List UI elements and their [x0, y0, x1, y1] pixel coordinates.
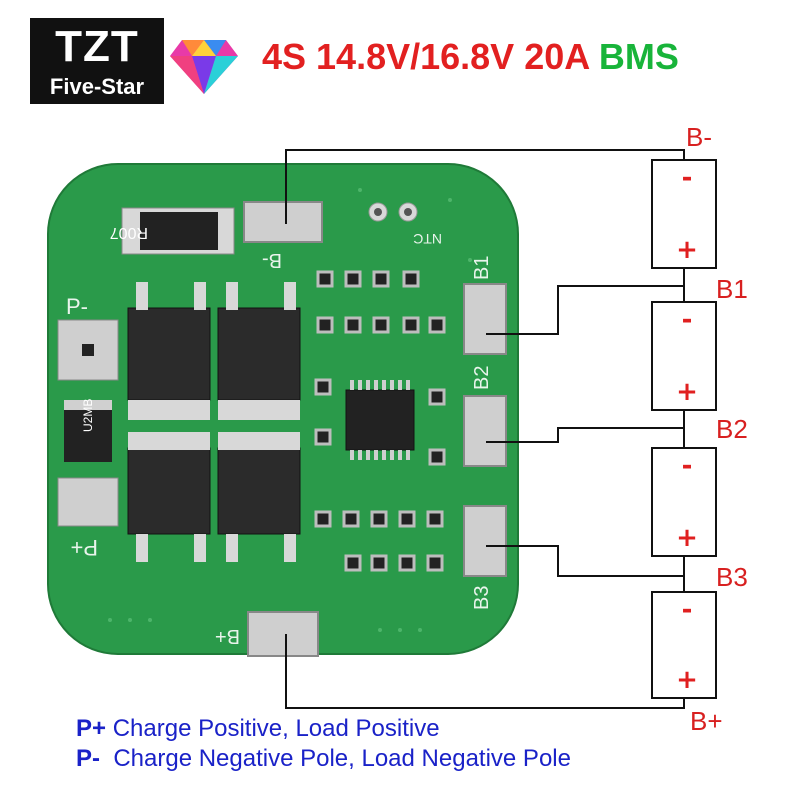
title-spec: 4S 14.8V/16.8V 20A — [262, 36, 599, 77]
cell-1 — [651, 159, 717, 269]
pin-legend: P+ Charge Positive, Load Positive P- Cha… — [76, 714, 571, 774]
pcb-label-ntc: NTC — [413, 231, 442, 247]
pad-b-minus — [243, 201, 323, 243]
legend-text-p-minus: Charge Negative Pole, Load Negative Pole — [100, 745, 571, 772]
wire-b1 — [486, 268, 685, 335]
legend-key-p-minus: P- — [76, 745, 100, 772]
wire-b3 — [486, 545, 685, 577]
brand-logo: TZT Five-Star — [30, 18, 250, 104]
product-title: 4S 14.8V/16.8V 20A BMS — [262, 36, 679, 78]
node-label-b1: B1 — [716, 274, 748, 304]
pcb-label-r007: R007 — [110, 224, 148, 241]
cell-3-neg-sign: - — [682, 451, 693, 481]
pcb-label-b-plus: B+ — [215, 625, 240, 647]
battery-cells — [651, 159, 717, 699]
wire-b-plus — [285, 634, 685, 709]
node-label-b3: B3 — [716, 562, 748, 592]
pcb-label-b3: B3 — [471, 586, 493, 610]
logo-box: TZT Five-Star — [30, 18, 164, 104]
pcb-label-p-plus: P+ — [70, 535, 98, 560]
legend-key-p-plus: P+ — [76, 715, 107, 742]
cell-2 — [651, 301, 717, 411]
wire-b-minus — [285, 149, 685, 224]
cell-3-pos-sign: + — [676, 523, 698, 553]
cell-4 — [651, 591, 717, 699]
cell-2-pos-sign: + — [676, 377, 698, 407]
legend-row-p-plus: P+ Charge Positive, Load Positive — [76, 714, 571, 744]
node-label-b-plus: B+ — [690, 706, 723, 736]
pcb-label-b2: B2 — [471, 366, 493, 390]
wire-b2 — [486, 410, 685, 443]
diamond-icon — [170, 40, 238, 94]
cell-1-neg-sign: - — [682, 163, 693, 193]
cell-2-neg-sign: - — [682, 305, 693, 335]
legend-row-p-minus: P- Charge Negative Pole, Load Negative P… — [76, 744, 571, 774]
cell-4-neg-sign: - — [682, 595, 693, 625]
cell-4-pos-sign: + — [676, 665, 698, 695]
pcb-label-b1: B1 — [471, 256, 493, 280]
legend-text-p-plus: Charge Positive, Load Positive — [106, 715, 440, 742]
logo-text: TZT — [55, 22, 139, 71]
pcb-label-b-minus: B- — [262, 249, 282, 271]
pcb-label-p-minus: P- — [66, 294, 88, 319]
pcb-label-u2mb: U2MB — [81, 399, 95, 432]
cell-3 — [651, 447, 717, 557]
wiring — [285, 149, 685, 709]
node-label-b-minus: B- — [686, 122, 712, 152]
logo-subtext: Five-Star — [49, 74, 145, 99]
pcb-board — [47, 163, 519, 657]
node-label-b2: B2 — [716, 414, 748, 444]
cell-1-pos-sign: + — [676, 235, 698, 265]
title-bms: BMS — [598, 36, 679, 77]
